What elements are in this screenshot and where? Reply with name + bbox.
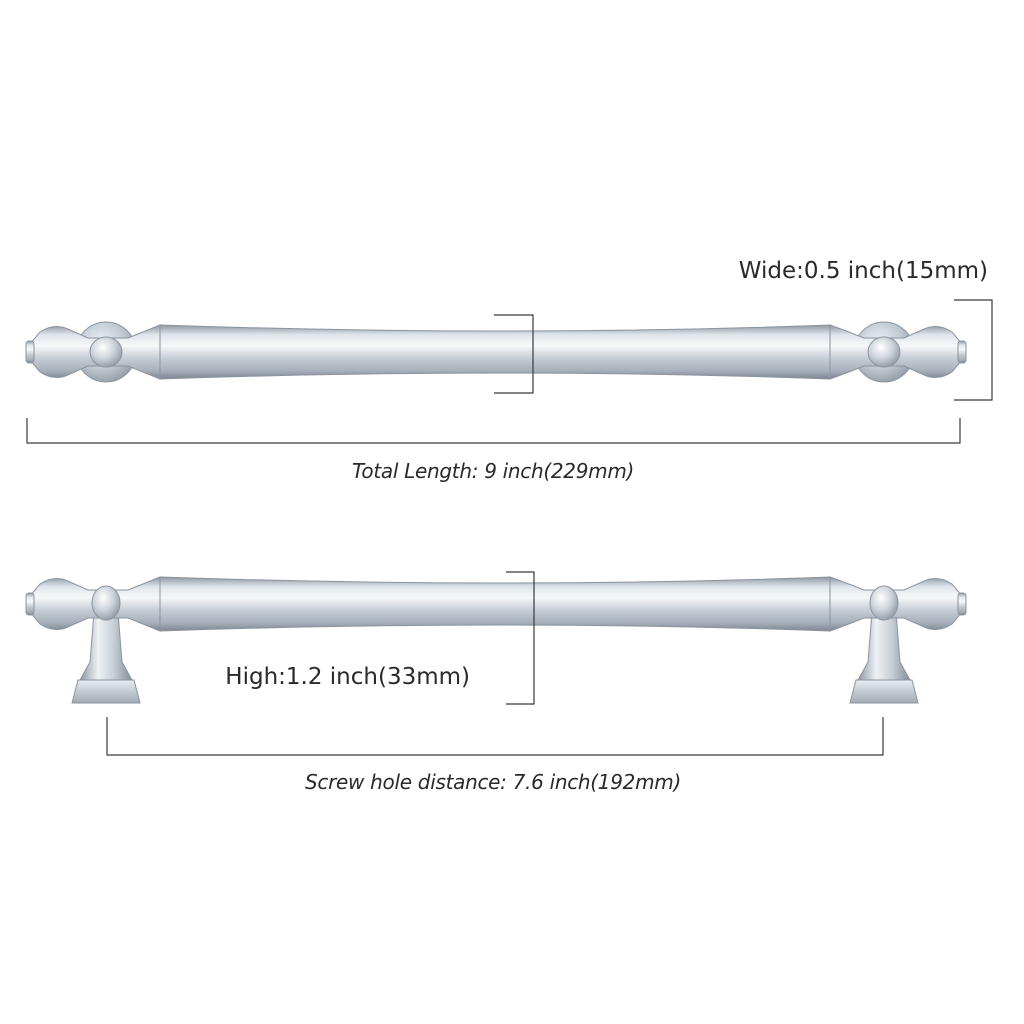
- top-handle-bar: [159, 324, 831, 380]
- total-length-label: Total Length: 9 inch(229mm): [352, 459, 634, 483]
- left-collar-knob: [89, 336, 123, 368]
- right-post: [857, 611, 911, 681]
- side-left-end-tip: [25, 592, 35, 616]
- right-end-tip: [957, 340, 967, 364]
- side-right-collar: [869, 585, 899, 621]
- left-post: [79, 611, 133, 681]
- left-end-tip: [25, 340, 35, 364]
- right-base: [849, 679, 919, 704]
- center-width-bracket: [494, 314, 534, 394]
- wide-bracket: [954, 299, 993, 401]
- total-length-line: [26, 418, 961, 444]
- screw-hole-distance-label: Screw hole distance: 7.6 inch(192mm): [305, 770, 681, 794]
- wide-label: Wide:0.5 inch(15mm): [739, 258, 988, 284]
- right-collar-knob: [867, 336, 901, 368]
- handle-top-view: [25, 321, 967, 383]
- side-left-collar: [91, 585, 121, 621]
- side-right-end-tip: [957, 592, 967, 616]
- handle-side-view: [25, 576, 967, 704]
- height-bracket: [506, 571, 535, 705]
- side-handle-bar: [159, 576, 831, 632]
- high-label: High:1.2 inch(33mm): [225, 664, 470, 690]
- screw-hole-distance-line: [106, 717, 884, 756]
- left-base: [71, 679, 141, 704]
